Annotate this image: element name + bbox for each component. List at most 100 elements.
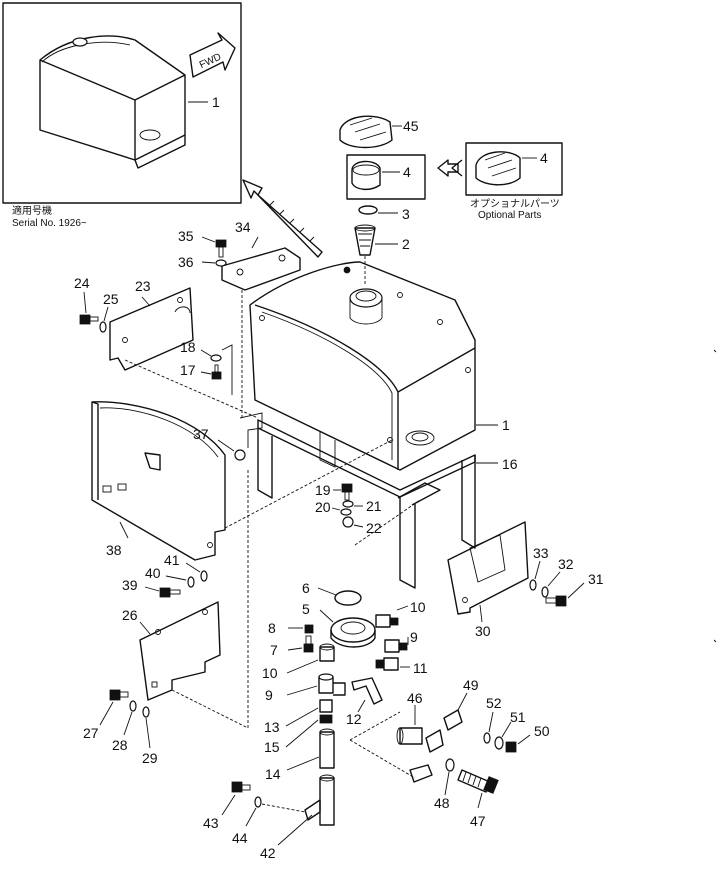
callout-17: 17 bbox=[180, 362, 196, 378]
cap-box-optional bbox=[465, 142, 563, 196]
snap-ring-3 bbox=[358, 205, 378, 215]
callout-14: 14 bbox=[265, 766, 281, 782]
bracket-23 bbox=[109, 287, 194, 371]
callout-4a: 4 bbox=[403, 164, 411, 180]
washer-32 bbox=[541, 586, 549, 598]
callout-8: 8 bbox=[268, 620, 276, 636]
bolt-31 bbox=[545, 595, 567, 607]
callout-49: 49 bbox=[463, 677, 479, 693]
washer-44 bbox=[254, 796, 262, 808]
nut-37 bbox=[234, 449, 246, 461]
washer-52 bbox=[483, 732, 491, 744]
cap-45 bbox=[339, 115, 393, 149]
tube-12 bbox=[351, 677, 383, 705]
callout-42: 42 bbox=[260, 845, 276, 861]
strainer-2 bbox=[354, 224, 376, 256]
elbow-10a bbox=[375, 614, 399, 628]
inset-panel: FWD 1 bbox=[2, 2, 242, 204]
callout-35: 35 bbox=[178, 228, 194, 244]
clamp-15 bbox=[319, 714, 333, 724]
nut-22 bbox=[342, 516, 354, 528]
callout-47: 47 bbox=[470, 813, 486, 829]
callout-20: 20 bbox=[315, 499, 331, 515]
callout-33: 33 bbox=[533, 545, 549, 561]
cover-panel-38 bbox=[91, 401, 226, 561]
bolt-47 bbox=[457, 769, 499, 794]
callout-45: 45 bbox=[403, 118, 419, 134]
nipple-13 bbox=[319, 699, 333, 713]
washer-25 bbox=[99, 321, 107, 333]
bolt-43 bbox=[231, 781, 251, 793]
washer-41 bbox=[200, 570, 208, 582]
hose-14 bbox=[319, 728, 335, 769]
washer-18 bbox=[210, 354, 222, 362]
valve-body bbox=[425, 729, 444, 753]
bolt-24 bbox=[79, 314, 99, 325]
bolt-7 bbox=[303, 635, 314, 653]
elbow-46 bbox=[396, 727, 423, 745]
callout-25: 25 bbox=[103, 291, 119, 307]
washer-40 bbox=[187, 576, 195, 588]
callout-23: 23 bbox=[135, 278, 151, 294]
callout-18: 18 bbox=[180, 339, 196, 355]
callout-16: 16 bbox=[502, 456, 518, 472]
hydraulic-tank-1 bbox=[249, 261, 476, 471]
callout-7: 7 bbox=[270, 642, 278, 658]
elbow-10b bbox=[319, 643, 335, 662]
callout-32: 32 bbox=[558, 556, 574, 572]
callout-inset-1: 1 bbox=[212, 94, 220, 110]
bolt-27 bbox=[109, 689, 129, 701]
callout-41: 41 bbox=[164, 552, 180, 568]
callout-10b: 10 bbox=[262, 665, 278, 681]
callout-15: 15 bbox=[264, 739, 280, 755]
cap-4-optional bbox=[475, 151, 521, 186]
cap-4-std bbox=[351, 160, 381, 190]
callout-39: 39 bbox=[122, 577, 138, 593]
flange-5 bbox=[330, 617, 376, 648]
callout-31: 31 bbox=[588, 571, 604, 587]
callout-12: 12 bbox=[346, 711, 362, 727]
callout-46: 46 bbox=[407, 690, 423, 706]
o-ring-48 bbox=[445, 758, 455, 772]
callout-9b: 9 bbox=[265, 687, 273, 703]
callout-2: 2 bbox=[402, 236, 410, 252]
callout-10a: 10 bbox=[410, 599, 426, 615]
callout-30: 30 bbox=[475, 623, 491, 639]
callout-4b: 4 bbox=[540, 150, 548, 166]
callout-43: 43 bbox=[203, 815, 219, 831]
washer-21 bbox=[342, 500, 354, 508]
callout-48: 48 bbox=[434, 795, 450, 811]
frame-16 bbox=[257, 419, 476, 589]
callout-21: 21 bbox=[366, 498, 382, 514]
washer-51 bbox=[494, 736, 504, 750]
o-ring-6 bbox=[334, 590, 362, 606]
bracket-26 bbox=[139, 601, 221, 701]
serial-no: Serial No. 1926~ bbox=[12, 218, 87, 229]
serial-jp: 適用号機 bbox=[12, 204, 52, 217]
callout-13: 13 bbox=[264, 719, 280, 735]
callout-19: 19 bbox=[315, 482, 331, 498]
bolt-17 bbox=[211, 364, 222, 380]
bolt-8 bbox=[304, 624, 314, 634]
callout-28: 28 bbox=[112, 737, 128, 753]
washer-20 bbox=[340, 508, 352, 516]
callout-40: 40 bbox=[145, 565, 161, 581]
callout-37: 37 bbox=[193, 426, 209, 442]
elbow-11 bbox=[375, 657, 399, 671]
callout-24: 24 bbox=[74, 275, 90, 291]
inset-fwd-arrow: FWD bbox=[189, 32, 236, 78]
washer-33 bbox=[529, 579, 537, 591]
callout-6: 6 bbox=[302, 580, 310, 596]
callout-9a: 9 bbox=[410, 629, 418, 645]
cap-box-std bbox=[346, 154, 426, 200]
callout-29: 29 bbox=[142, 750, 158, 766]
optional-jp: オプショナルパーツ bbox=[470, 198, 560, 210]
callout-50: 50 bbox=[534, 723, 550, 739]
washer-29 bbox=[142, 706, 150, 718]
callout-51: 51 bbox=[510, 709, 526, 725]
bolt-19 bbox=[341, 483, 353, 501]
callout-22: 22 bbox=[366, 520, 382, 536]
swap-arrows bbox=[437, 159, 463, 177]
inset-pointer-arrow bbox=[242, 179, 323, 258]
